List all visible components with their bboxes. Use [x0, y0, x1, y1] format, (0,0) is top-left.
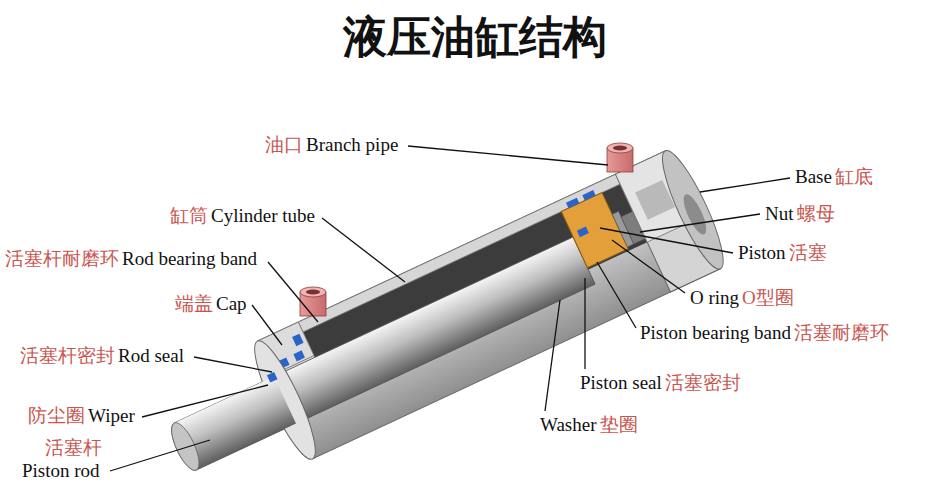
callout-label: 油口Branch pipe [265, 134, 398, 156]
part-name: 活塞 [789, 242, 827, 264]
part-name: Cylinder tube [211, 205, 315, 227]
callout-label: Base缸底 [795, 166, 873, 188]
callout-label: O ringO型圈 [690, 287, 794, 309]
callout-label: Washer垫圈 [540, 414, 638, 436]
callout-label: 活塞杆密封Rod seal [20, 345, 184, 367]
callout-label: Piston rod [22, 460, 100, 482]
part-name: 活塞杆耐磨环 [5, 248, 119, 270]
part-name: Nut [765, 203, 794, 225]
leader-lines [110, 146, 790, 471]
part-name: 端盖 [175, 293, 213, 315]
part-name: Piston [738, 242, 786, 264]
part-name: Branch pipe [306, 134, 398, 156]
part-name: 防尘圈 [28, 405, 85, 427]
callout-label: 活塞杆 [45, 437, 102, 459]
callout-label: 防尘圈Wiper [28, 405, 135, 427]
part-name: 活塞耐磨环 [794, 322, 889, 344]
callout-label: Piston活塞 [738, 242, 827, 264]
diagram-title: 液压油缸结构 [0, 8, 950, 67]
part-name: Piston bearing band [640, 322, 791, 344]
oil-port [300, 143, 633, 316]
callout-label: 端盖Cap [175, 293, 247, 315]
part-name: 活塞密封 [665, 372, 741, 394]
callout-label: 活塞杆耐磨环Rod bearing band [5, 248, 257, 270]
part-name: Wiper [88, 405, 135, 427]
part-name: O型圈 [742, 287, 794, 309]
part-name: 油口 [265, 134, 303, 156]
part-name: 活塞杆密封 [20, 345, 115, 367]
part-name: Piston seal [580, 372, 662, 394]
part-name: 活塞杆 [45, 437, 102, 459]
part-name: 缸筒 [170, 205, 208, 227]
part-name: 垫圈 [600, 414, 638, 436]
cylinder-body [150, 145, 733, 493]
part-name: Washer [540, 414, 597, 436]
callout-label: Piston seal活塞密封 [580, 372, 741, 394]
callout-label: Piston bearing band活塞耐磨环 [640, 322, 889, 344]
part-name: Rod seal [118, 345, 184, 367]
callout-label: Nut螺母 [765, 203, 835, 225]
part-name: Base [795, 166, 832, 188]
callout-label: 缸筒Cylinder tube [170, 205, 315, 227]
part-name: Piston rod [22, 460, 100, 482]
part-name: Cap [216, 293, 247, 315]
part-name: Rod bearing band [122, 248, 257, 270]
part-name: O ring [690, 287, 739, 309]
part-name: 螺母 [797, 203, 835, 225]
part-name: 缸底 [835, 166, 873, 188]
